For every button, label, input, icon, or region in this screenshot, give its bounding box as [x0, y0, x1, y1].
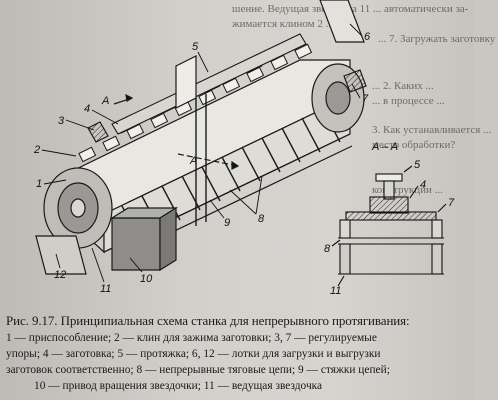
background-text-line: жимается клином 2 ...	[232, 18, 334, 30]
callout-1: 1	[36, 178, 42, 190]
callout-6: 6	[364, 31, 371, 43]
figure-caption-line: заготовок соответственно; 8 — непрерывны…	[6, 364, 390, 376]
background-text-line: место обработки?	[372, 139, 456, 151]
callout-2: 2	[33, 144, 40, 156]
callout-12: 12	[54, 269, 66, 281]
section-mark-a-top: A	[101, 95, 109, 107]
background-text-line: ... 7. Загружать заготовку	[378, 33, 496, 45]
figure-caption-line: упоры; 4 — заготовка; 5 — протяжка; 6, 1…	[6, 348, 381, 360]
machine-diagram: 1 2 3 4 5 6 7 8 9 10 11 12 A A A – A	[33, 0, 455, 297]
figure-caption-line: 1 — приспособление; 2 — клин для зажима …	[6, 332, 377, 344]
section-mark-a-bottom: A	[189, 155, 197, 167]
callout-5: 5	[192, 41, 199, 53]
background-text-line: 3. Как устанавливается ...	[372, 124, 492, 136]
section-callout-5: 5	[414, 159, 421, 171]
callout-9: 9	[224, 217, 230, 229]
callout-7: 7	[362, 93, 369, 105]
background-text-line: ... 2. Каких ...	[372, 80, 434, 92]
background-text-line: ... в процессе ...	[372, 95, 445, 107]
section-title: A – A	[371, 141, 398, 153]
callout-4: 4	[84, 103, 90, 115]
section-callout-7: 7	[448, 197, 455, 209]
callout-3: 3	[58, 115, 65, 127]
figure-caption-title: Рис. 9.17. Принципиальная схема станка д…	[6, 313, 410, 328]
section-callout-4: 4	[420, 179, 426, 191]
callout-11: 11	[100, 283, 111, 295]
section-callout-8: 8	[324, 243, 331, 255]
leader-lines	[41, 23, 363, 283]
callout-10: 10	[140, 273, 153, 285]
callout-8: 8	[258, 213, 265, 225]
figure-caption-line: 10 — привод вращения звездочки; 11 — вед…	[34, 380, 323, 392]
section-callout-11: 11	[330, 285, 341, 297]
machine-body	[35, 0, 367, 275]
section-view: A – A	[331, 141, 447, 287]
